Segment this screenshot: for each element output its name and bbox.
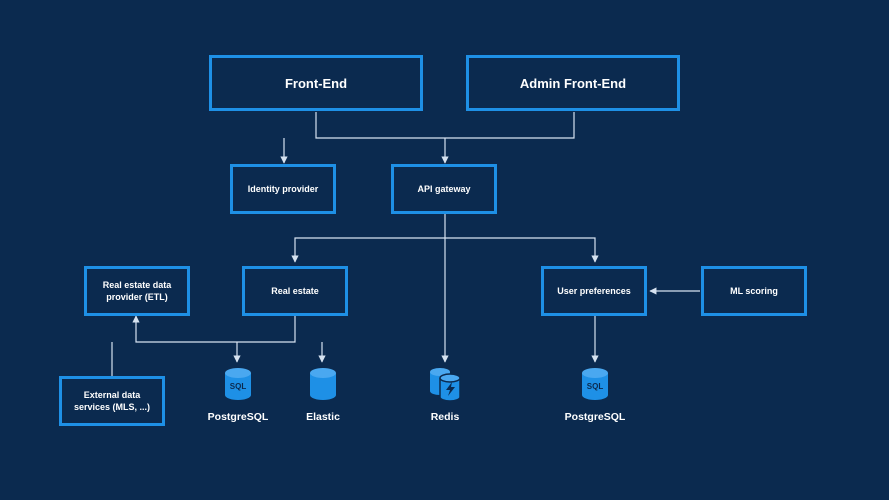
external-data-services-box: External data services (MLS, ...) bbox=[59, 376, 165, 426]
postgresql-user-prefs-label: PostgreSQL bbox=[564, 411, 626, 423]
postgresql-real-estate-label: PostgreSQL bbox=[207, 411, 269, 423]
sql-database-icon: SQL bbox=[225, 368, 251, 400]
external-data-services-label: External data services (MLS, ...) bbox=[73, 390, 151, 412]
connector-frontend bbox=[315, 112, 575, 139]
ml-scoring-label: ML scoring bbox=[730, 286, 778, 296]
identity-provider-box: Identity provider bbox=[230, 164, 336, 214]
user-preferences-label: User preferences bbox=[557, 286, 631, 296]
redis-store: Redis bbox=[400, 367, 490, 423]
database-icon bbox=[310, 368, 336, 400]
user-preferences-box: User preferences bbox=[541, 266, 647, 316]
elastic-store: Elastic bbox=[278, 367, 368, 423]
connector-api-fanout bbox=[291, 213, 446, 263]
real-estate-data-provider-label: Real estate data provider (ETL) bbox=[102, 280, 172, 302]
api-gateway-box: API gateway bbox=[391, 164, 497, 214]
real-estate-label: Real estate bbox=[271, 286, 319, 296]
admin-front-end-label: Admin Front-End bbox=[519, 75, 627, 91]
redis-label: Redis bbox=[430, 411, 460, 423]
sql-database-icon: SQL bbox=[582, 368, 608, 400]
ml-scoring-box: ML scoring bbox=[701, 266, 807, 316]
identity-provider-label: Identity provider bbox=[247, 184, 319, 194]
front-end-label: Front-End bbox=[284, 75, 348, 91]
sql-badge: SQL bbox=[587, 382, 604, 391]
elastic-label: Elastic bbox=[306, 411, 340, 423]
front-end-box: Front-End bbox=[209, 55, 423, 111]
admin-front-end-box: Admin Front-End bbox=[466, 55, 680, 111]
connector-real-estate-stores bbox=[132, 315, 296, 343]
sql-badge: SQL bbox=[230, 382, 247, 391]
api-gateway-label: API gateway bbox=[417, 184, 471, 194]
real-estate-data-provider-box: Real estate data provider (ETL) bbox=[84, 266, 190, 316]
postgresql-user-prefs-store: SQL PostgreSQL bbox=[550, 367, 640, 423]
arrow-to-user-preferences bbox=[445, 237, 599, 263]
real-estate-box: Real estate bbox=[242, 266, 348, 316]
redis-cache-icon bbox=[430, 368, 461, 401]
postgresql-real-estate-store: SQL PostgreSQL bbox=[193, 367, 283, 423]
